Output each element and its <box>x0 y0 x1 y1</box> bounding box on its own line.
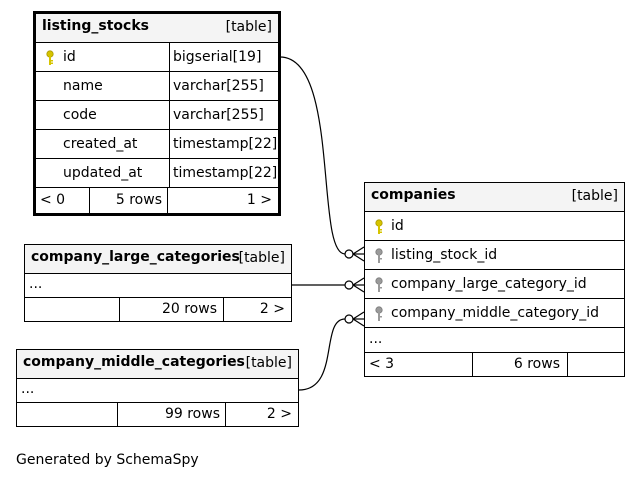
column-name: company_large_category_id <box>391 276 587 292</box>
parents-count: < 0 <box>40 192 66 208</box>
table-type: [table] <box>238 250 285 266</box>
table-type: [table] <box>245 355 292 371</box>
column-row[interactable]: id bigserial[19] <box>36 43 278 72</box>
foreign-key-icon <box>375 277 383 292</box>
column-name: name <box>63 78 103 94</box>
column-type: varchar[255] <box>173 107 264 123</box>
column-row[interactable]: name varchar[255] <box>36 72 278 101</box>
table-footer: 20 rows 2 > <box>25 298 291 321</box>
table-name: company_large_categories <box>31 249 240 265</box>
table-type: [table] <box>571 188 618 204</box>
table-header: listing_stocks [table] <box>36 14 278 43</box>
column-name: id <box>63 49 76 65</box>
foreign-key-icon <box>375 248 383 263</box>
table-name: listing_stocks <box>42 18 149 34</box>
column-row[interactable]: code varchar[255] <box>36 101 278 130</box>
table-company-middle-categories[interactable]: company_middle_categories [table] ... 99… <box>16 349 299 427</box>
table-header: company_large_categories [table] <box>25 245 291 274</box>
crows-foot-1 <box>344 246 365 262</box>
column-name: created_at <box>63 136 138 152</box>
table-type: [table] <box>225 19 272 35</box>
column-row[interactable]: created_at timestamp[22] <box>36 130 278 159</box>
table-listing-stocks[interactable]: listing_stocks [table] id bigserial[19] … <box>33 11 281 216</box>
generated-by-text: Generated by SchemaSpy <box>16 452 199 468</box>
ellipsis-text: ... <box>29 276 43 292</box>
children-count: 1 > <box>246 192 272 208</box>
column-type: varchar[255] <box>173 78 264 94</box>
relation-middle-categories-to-companies <box>298 318 346 391</box>
parents-count: < 3 <box>369 356 395 372</box>
column-row[interactable]: company_middle_category_id <box>365 299 624 328</box>
table-footer: < 3 6 rows <box>365 353 624 376</box>
ellipsis-text: ... <box>21 381 35 397</box>
table-footer: < 0 5 rows 1 > <box>36 188 278 213</box>
column-name: updated_at <box>63 165 143 181</box>
column-row[interactable]: listing_stock_id <box>365 241 624 270</box>
column-type: bigserial[19] <box>173 49 262 65</box>
ellipsis-text: ... <box>369 331 383 347</box>
column-ellipsis: ... <box>25 274 291 298</box>
relation-listing-stocks-to-companies <box>279 56 346 255</box>
table-header: companies [table] <box>365 183 624 212</box>
table-company-large-categories[interactable]: company_large_categories [table] ... 20 … <box>24 244 292 322</box>
foreign-key-icon <box>375 306 383 321</box>
crows-foot-3 <box>344 311 365 327</box>
children-count: 2 > <box>259 301 285 317</box>
column-row[interactable]: company_large_category_id <box>365 270 624 299</box>
column-type: timestamp[22] <box>173 136 278 152</box>
column-name: listing_stock_id <box>391 247 498 263</box>
row-count: 5 rows <box>115 192 162 208</box>
primary-key-icon <box>46 50 54 65</box>
column-name: company_middle_category_id <box>391 305 599 321</box>
column-type: timestamp[22] <box>173 165 278 181</box>
column-ellipsis: ... <box>17 379 298 403</box>
column-name: code <box>63 107 97 123</box>
row-count: 20 rows <box>161 301 217 317</box>
table-footer: 99 rows 2 > <box>17 403 298 426</box>
column-ellipsis: ... <box>365 328 624 353</box>
primary-key-icon <box>375 219 383 234</box>
children-count: 2 > <box>266 406 292 422</box>
crows-foot-2 <box>344 277 365 293</box>
column-row[interactable]: updated_at timestamp[22] <box>36 159 278 188</box>
table-companies[interactable]: companies [table] id listing_stock_id co… <box>364 182 625 377</box>
row-count: 6 rows <box>513 356 560 372</box>
table-name: company_middle_categories <box>23 354 245 370</box>
table-name: companies <box>371 187 456 203</box>
column-name: id <box>391 218 404 234</box>
row-count: 99 rows <box>164 406 220 422</box>
table-header: company_middle_categories [table] <box>17 350 298 379</box>
column-row[interactable]: id <box>365 212 624 241</box>
